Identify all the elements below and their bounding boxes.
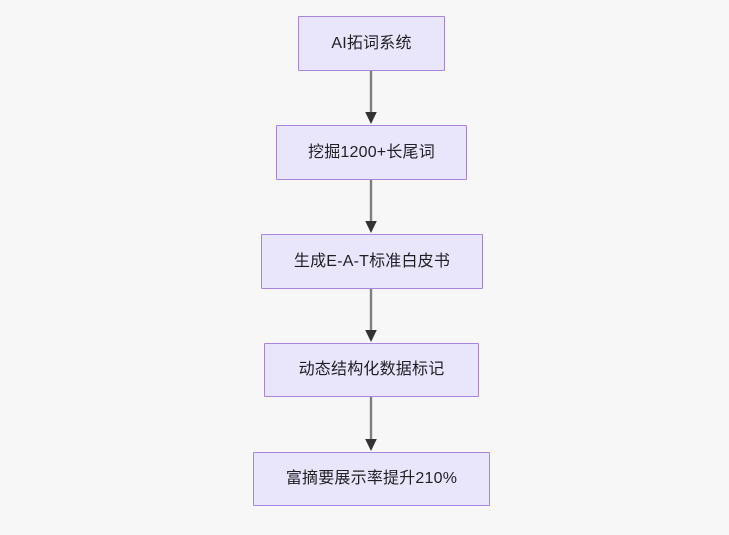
arrow-down-icon <box>365 112 377 124</box>
flow-node-generate-eat-whitepaper[interactable]: 生成E-A-T标准白皮书 <box>261 234 483 289</box>
flow-node-label: 动态结构化数据标记 <box>298 361 445 379</box>
flow-connector-3-to-4 <box>362 397 380 452</box>
flow-connector-0-to-1 <box>362 71 380 125</box>
arrow-down-icon <box>365 439 377 451</box>
arrow-down-icon <box>365 221 377 233</box>
flow-node-label: 生成E-A-T标准白皮书 <box>293 252 451 270</box>
flow-node-rich-snippet-impression-lift[interactable]: 富摘要展示率提升210% <box>253 452 490 506</box>
arrow-down-icon <box>365 330 377 342</box>
flow-node-label: 富摘要展示率提升210% <box>285 470 458 488</box>
flow-node-dynamic-structured-data-markup[interactable]: 动态结构化数据标记 <box>264 343 479 397</box>
flow-node-label: 挖掘1200+长尾词 <box>308 143 435 161</box>
flow-connector-1-to-2 <box>362 180 380 234</box>
flow-node-label: AI拓词系统 <box>331 34 412 52</box>
flow-node-mine-longtail-keywords[interactable]: 挖掘1200+长尾词 <box>276 125 467 180</box>
flow-connector-2-to-3 <box>362 289 380 343</box>
flow-node-ai-keyword-system[interactable]: AI拓词系统 <box>298 16 445 71</box>
